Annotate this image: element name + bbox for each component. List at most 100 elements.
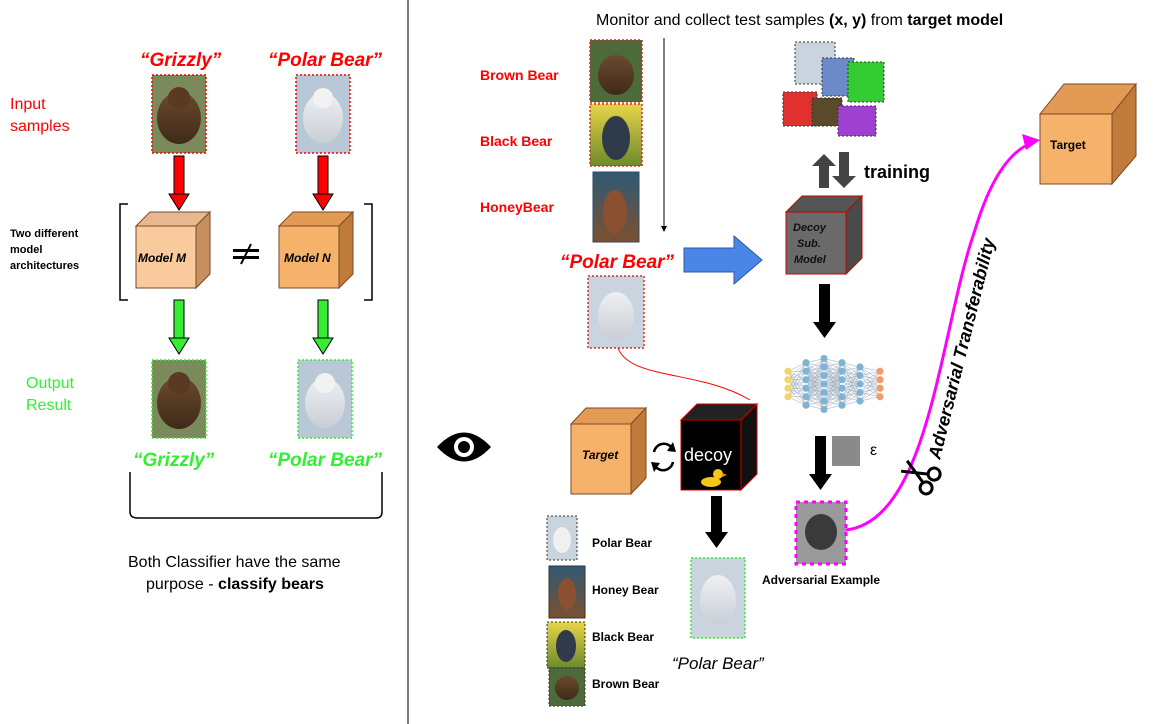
nn-node [820, 388, 828, 397]
nn-node [820, 397, 828, 405]
red-arrow-left [168, 155, 190, 211]
nn-edge [823, 362, 843, 402]
nn-node [856, 388, 864, 397]
summary-line2: purpose - classify bears [146, 576, 324, 594]
nn-node [820, 363, 828, 371]
noise-patch [832, 436, 860, 466]
adversarial-example-image [794, 500, 848, 566]
duck-icon [701, 469, 727, 487]
nn-edge [841, 392, 861, 406]
output-result-line2: Result [26, 397, 72, 414]
grizzly-output-image [151, 359, 207, 439]
label-honey-bear: HoneyBear [480, 199, 554, 215]
nn-edge [805, 358, 825, 397]
nn-edge [841, 366, 861, 397]
output-result-line1: Output [26, 375, 75, 392]
nn-edge [805, 383, 825, 406]
blue-arrow [683, 234, 763, 286]
collected-samples-collage [782, 41, 885, 137]
nn-node [876, 376, 884, 384]
label-black-bear: Black Bear [480, 133, 553, 149]
nn-node [838, 359, 846, 367]
grizzly-input-image [151, 74, 207, 154]
thumb-black [546, 621, 586, 669]
green-arrow-right [312, 299, 334, 355]
nn-node [802, 367, 810, 375]
green-arrow-left [168, 299, 190, 355]
header-bold-1: (x, y) [829, 12, 867, 29]
model-n-cube [277, 210, 355, 290]
target-small-label: Target [582, 448, 619, 462]
nn-edge [859, 379, 881, 402]
transferability-arrowhead [1022, 134, 1040, 150]
nn-node [820, 405, 828, 414]
two-different-line3: architectures [10, 260, 80, 272]
nn-node [838, 384, 846, 392]
nn-node [820, 380, 828, 388]
black-arrow-decoy-result [705, 496, 728, 548]
thumb-honey [548, 565, 586, 619]
nn-node [820, 371, 828, 380]
nn-edge [805, 375, 825, 406]
decoy-sub-line1: Decoy [793, 222, 827, 234]
decoy-sub-line3: Model [794, 254, 826, 266]
nn-node [820, 354, 828, 363]
polar-result-image [690, 557, 746, 639]
nn-edge [859, 371, 881, 385]
nn-edge [841, 383, 861, 406]
nn-node [802, 359, 810, 367]
right-bracket [364, 203, 373, 301]
model-n-label: Model N [284, 251, 331, 265]
polar-bear-query-image [587, 275, 645, 349]
label-brown-bear: Brown Bear [480, 67, 559, 83]
nn-node [802, 384, 810, 392]
nn-node [802, 376, 810, 384]
header-plain-1: Monitor and collect test samples [596, 12, 829, 29]
polar-to-decoy-line [617, 347, 751, 401]
decoy-cube [679, 402, 759, 492]
polar-query-label: “Polar Bear” [560, 252, 675, 273]
decoy-sub-model-cube [784, 194, 864, 276]
bottom-label-brown: Brown Bear [592, 677, 660, 691]
black-arrow-to-adversarial [809, 436, 832, 490]
nn-node [876, 367, 884, 375]
nn-node [856, 380, 864, 388]
nn-edge [787, 371, 807, 397]
input-label-polar: “Polar Bear” [268, 50, 383, 71]
collection-arrowhead [661, 226, 667, 232]
eye-icon [437, 432, 491, 462]
grouping-brace [129, 472, 383, 519]
bottom-label-polar: Polar Bear [592, 536, 653, 550]
nn-edge [787, 362, 807, 389]
polar-result-label: “Polar Bear” [672, 654, 764, 673]
header-plain-2: from [866, 12, 908, 29]
nn-node [876, 393, 884, 401]
nn-node [802, 393, 810, 401]
summary-line1: Both Classifier have the same [128, 554, 341, 571]
thumb-brown [548, 667, 586, 707]
nn-edge [787, 379, 807, 397]
model-m-cube [134, 210, 212, 290]
nn-node [838, 376, 846, 384]
not-equal-icon [233, 243, 259, 265]
nn-node [838, 367, 846, 375]
nn-edge [787, 362, 807, 397]
decoy-label: decoy [684, 445, 733, 465]
summary-line2-plain: purpose - [146, 576, 219, 593]
brown-bear-sample-image [589, 39, 643, 103]
honey-bear-sample-image [592, 171, 640, 243]
nn-edge [823, 362, 843, 376]
nn-edge [841, 375, 861, 406]
target-cube-far [1038, 82, 1138, 186]
transferability-curve [845, 140, 1035, 532]
transferability-label: Adversarial Transferability [924, 235, 999, 462]
nn-node [856, 397, 864, 405]
nn-edge [859, 371, 881, 393]
neural-network-icon [784, 354, 884, 414]
nn-node [784, 393, 792, 401]
adversarial-example-label: Adversarial Example [762, 573, 881, 587]
nn-edge [823, 362, 843, 385]
nn-edge [823, 379, 843, 410]
input-label-grizzly: “Grizzly” [140, 50, 222, 71]
